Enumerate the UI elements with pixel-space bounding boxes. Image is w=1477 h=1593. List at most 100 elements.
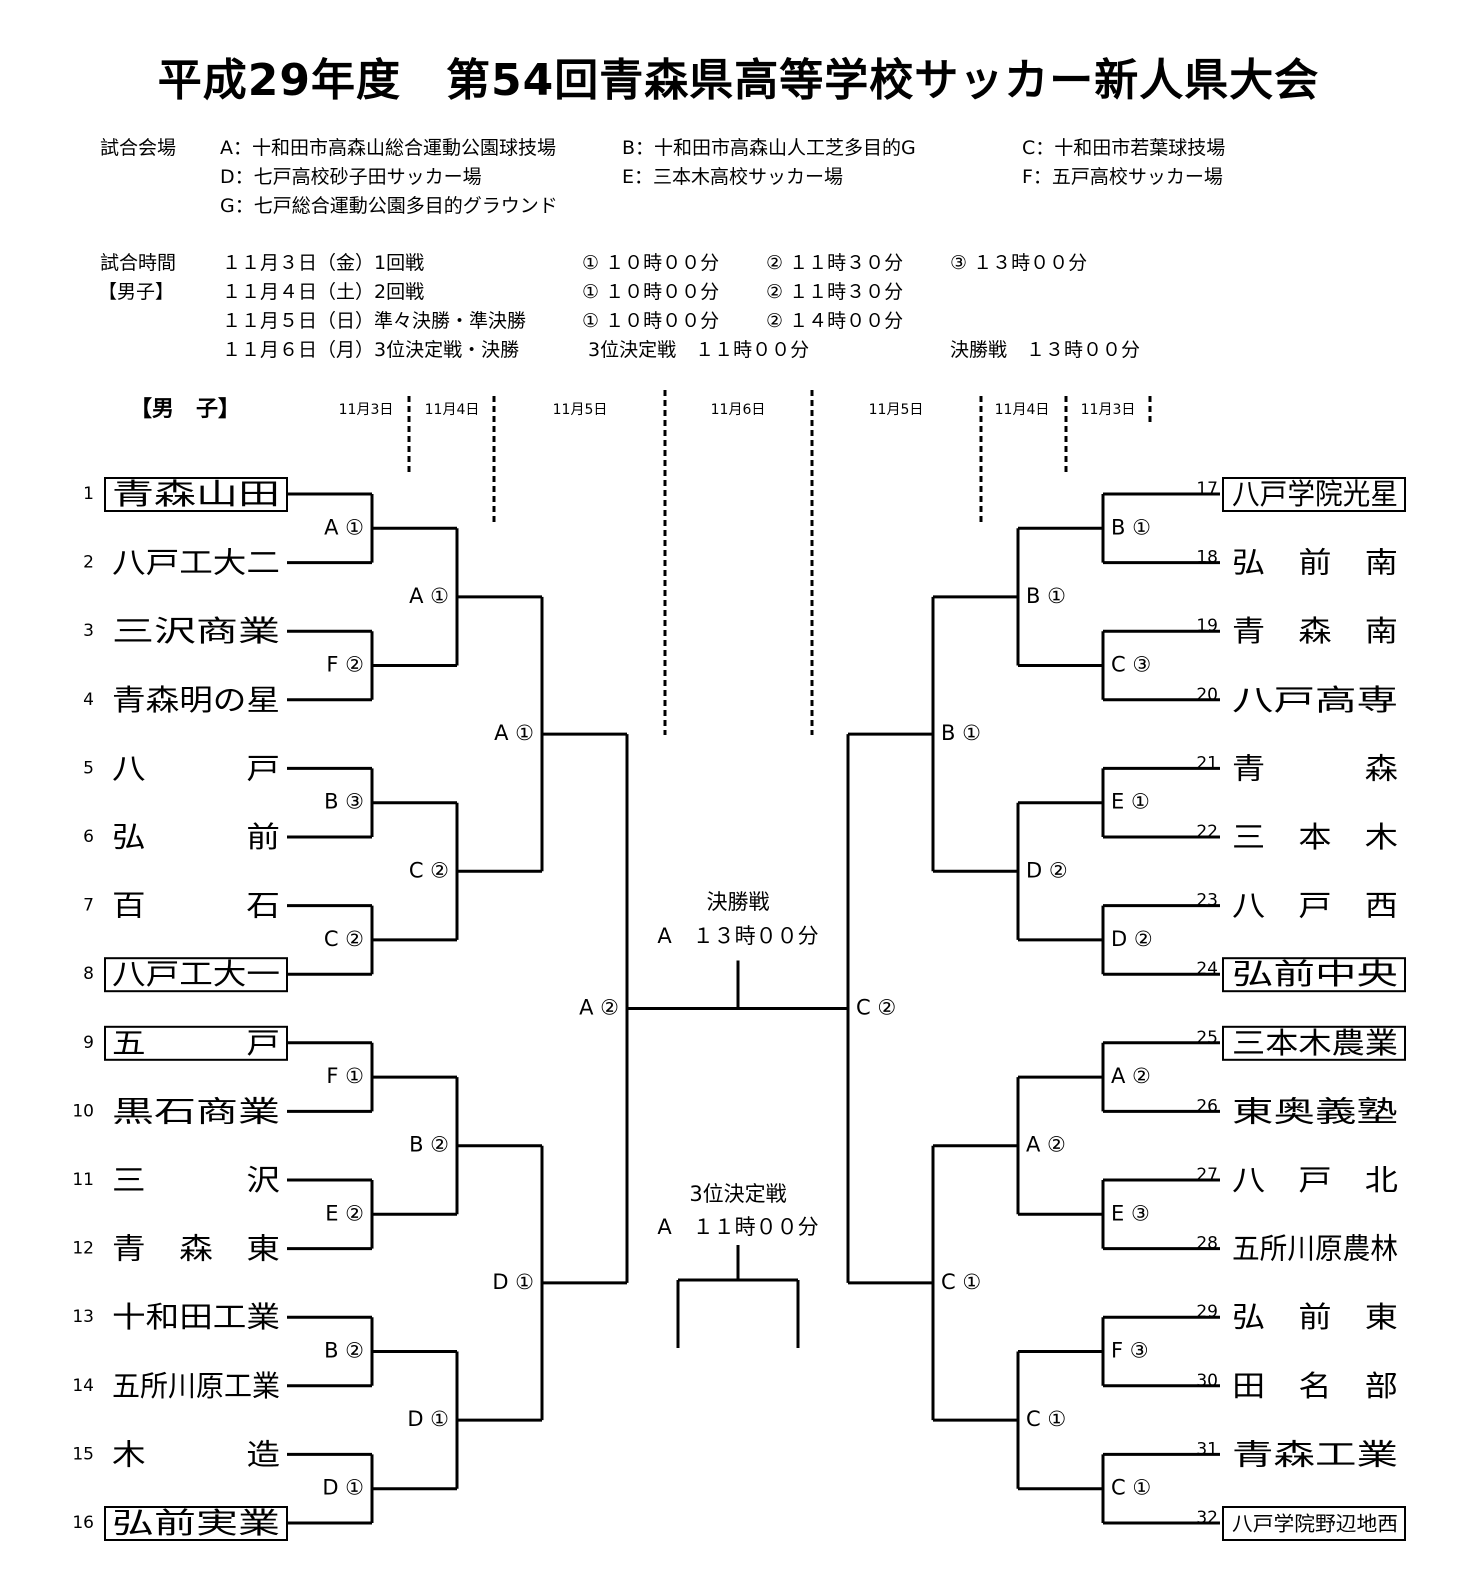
match-label: D ① [407, 1407, 449, 1431]
team-name: 百 石 [112, 889, 280, 923]
team-name: 弘 前 南 [1232, 546, 1398, 580]
schedule-time-3-1: ① １０時００分 [582, 310, 720, 332]
seeded-team-box [1222, 957, 1406, 993]
team-name: 五 戸 [112, 1026, 280, 1060]
team-name: 田 名 部 [1232, 1369, 1398, 1403]
seed-number: 14 [72, 1376, 94, 1396]
seed-number: 4 [83, 690, 94, 710]
team-name: 青森明の星 [112, 683, 280, 717]
seed-number: 17 [1196, 479, 1218, 499]
seed-number: 2 [83, 553, 94, 573]
seed-number: 29 [1196, 1302, 1218, 1322]
match-label: D ① [322, 1476, 364, 1500]
match-label: C ③ [1111, 653, 1151, 677]
round-date-5: 11月5日 [869, 402, 924, 418]
schedule-time-1-2: ② １１時３０分 [766, 252, 904, 274]
match-label: F ① [326, 1064, 364, 1088]
team-name: 黒石商業 [112, 1094, 280, 1128]
schedule-time-1-1: ① １０時００分 [582, 252, 720, 274]
third-place-label: 3位決定戦 [689, 1182, 786, 1206]
venue-c: C：十和田市若葉球技場 [1022, 137, 1226, 159]
team-name: 三 沢 [112, 1163, 280, 1197]
team-name: 弘 前 東 [1232, 1300, 1398, 1334]
match-label: E ③ [1111, 1201, 1150, 1225]
round-date-6: 11月4日 [995, 402, 1050, 418]
seed-number: 26 [1196, 1096, 1218, 1116]
team-name: 十和田工業 [112, 1300, 280, 1334]
schedule-time-2-2: ② １１時３０分 [766, 281, 904, 303]
schedule-date-2: １１月４日（土）2回戦 [222, 281, 425, 303]
schedule-time-4-1: 3位決定戦 １１時００分 [588, 339, 810, 361]
venues-label: 試合会場 [100, 137, 177, 159]
seed-number: 1 [83, 484, 94, 504]
match-label: A ② [1111, 1064, 1151, 1088]
round-date-3: 11月5日 [553, 402, 608, 418]
seed-number: 16 [72, 1513, 94, 1533]
match-label: B ① [941, 721, 981, 745]
final-label: 決勝戦 [707, 890, 770, 914]
team-name: 八戸高専 [1232, 683, 1398, 717]
seed-number: 27 [1196, 1165, 1218, 1185]
seed-number: 24 [1196, 959, 1218, 979]
match-label: F ② [326, 653, 364, 677]
seed-number: 3 [83, 621, 94, 641]
seed-number: 28 [1196, 1234, 1218, 1254]
schedule-time-1-3: ③ １３時００分 [950, 252, 1088, 274]
seed-number: 31 [1196, 1439, 1218, 1459]
section-label: 【男 子】 [130, 397, 240, 422]
team-name: 青 森 [1232, 751, 1398, 785]
venue-f: F：五戸高校サッカー場 [1022, 166, 1223, 188]
team-name: 八戸工大二 [112, 546, 280, 580]
round-date-1: 11月3日 [339, 402, 394, 418]
match-label: D ② [1111, 927, 1153, 951]
team-name: 五所川原農林 [1232, 1232, 1398, 1266]
schedule-time-2-1: ① １０時００分 [582, 281, 720, 303]
team-name: 八戸工大一 [112, 957, 280, 991]
final-time: A １３時００分 [657, 924, 818, 948]
schedule-label: 試合時間 [100, 252, 177, 274]
seed-number: 23 [1196, 891, 1218, 911]
match-label: C ② [856, 996, 896, 1020]
venue-a: A：十和田市高森山総合運動公園球技場 [220, 137, 556, 159]
match-label: B ① [1111, 515, 1151, 539]
match-label: B ③ [324, 790, 364, 814]
match-label: C ② [324, 927, 364, 951]
team-name: 八 戸 [112, 751, 280, 785]
venue-b: B：十和田市高森山人工芝多目的G [622, 137, 916, 159]
match-label: A ① [409, 584, 449, 608]
team-name: 三 本 木 [1232, 820, 1398, 854]
seed-number: 12 [72, 1239, 94, 1259]
venue-d: D：七戸高校砂子田サッカー場 [220, 166, 482, 188]
seed-number: 20 [1196, 685, 1218, 705]
team-name: 青森工業 [1232, 1437, 1398, 1471]
team-name: 八戸学院野辺地西 [1232, 1512, 1398, 1536]
seed-number: 7 [83, 896, 94, 916]
seed-number: 5 [83, 758, 94, 778]
venue-e: E：三本木高校サッカー場 [622, 166, 844, 188]
match-label: D ② [1026, 858, 1068, 882]
match-label: B ② [324, 1339, 364, 1363]
team-name: 三本木農業 [1232, 1026, 1398, 1060]
seed-number: 10 [72, 1101, 94, 1121]
match-label: A ② [1026, 1133, 1066, 1157]
schedule-time-3-2: ② １４時００分 [766, 310, 904, 332]
seed-number: 30 [1196, 1371, 1218, 1391]
seed-number: 32 [1196, 1508, 1218, 1528]
match-label: E ① [1111, 790, 1150, 814]
seed-number: 19 [1196, 616, 1218, 636]
round-date-7: 11月3日 [1081, 402, 1136, 418]
team-name: 弘前実業 [112, 1506, 280, 1540]
schedule-date-4: １１月６日（月）3位決定戦・決勝 [222, 339, 520, 361]
team-name: 八戸学院光星 [1232, 477, 1398, 511]
seed-number: 13 [72, 1307, 94, 1327]
team-name: 木 造 [112, 1437, 280, 1471]
schedule-date-1: １１月３日（金）1回戦 [222, 252, 425, 274]
team-name: 弘 前 [112, 820, 280, 854]
seeded-team-box [1222, 1025, 1406, 1061]
match-label: E ② [325, 1201, 364, 1225]
seed-number: 11 [72, 1170, 94, 1190]
seeded-team-box [1222, 477, 1406, 512]
seed-number: 15 [72, 1444, 94, 1464]
seed-number: 21 [1196, 753, 1218, 773]
